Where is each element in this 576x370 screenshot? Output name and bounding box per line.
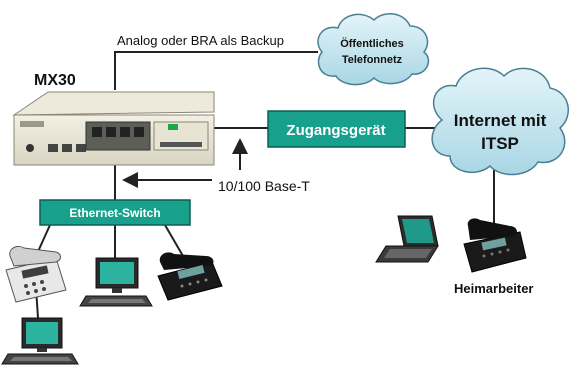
backup-link-label: Analog oder BRA als Backup (117, 33, 284, 48)
desktop-computer-bottom-icon (1, 317, 79, 365)
backup-link-line (114, 51, 318, 90)
desk-phone-left-icon (5, 245, 67, 303)
connection-lines (35, 51, 495, 319)
access-device-label: Zugangsgerät (286, 122, 385, 139)
device-name-label: MX30 (34, 72, 76, 89)
internet-label-line1: Internet mit (454, 111, 547, 130)
desk-phone-right-icon (157, 252, 223, 301)
internet-label-line2: ITSP (481, 134, 519, 153)
home-worker-label: Heimarbeiter (454, 281, 533, 296)
ethernet-switch-box: Ethernet-Switch (39, 199, 191, 226)
pstn-cloud: Öffentliches Telefonnetz (317, 13, 430, 86)
internet-cloud: Internet mit ITSP (431, 67, 570, 176)
laptop-icon (375, 215, 439, 263)
mx30-router-icon (12, 91, 215, 166)
ethernet-switch-label: Ethernet-Switch (69, 206, 160, 220)
access-device-box: Zugangsgerät (267, 110, 406, 148)
speed-label: 10/100 Base-T (218, 178, 310, 194)
pstn-label-line2: Telefonnetz (342, 54, 403, 66)
desktop-computer-icon (79, 257, 153, 307)
home-phone-icon (463, 218, 527, 273)
pstn-label-line1: Öffentliches (340, 37, 404, 50)
switch-to-phone-right-line (164, 224, 184, 257)
